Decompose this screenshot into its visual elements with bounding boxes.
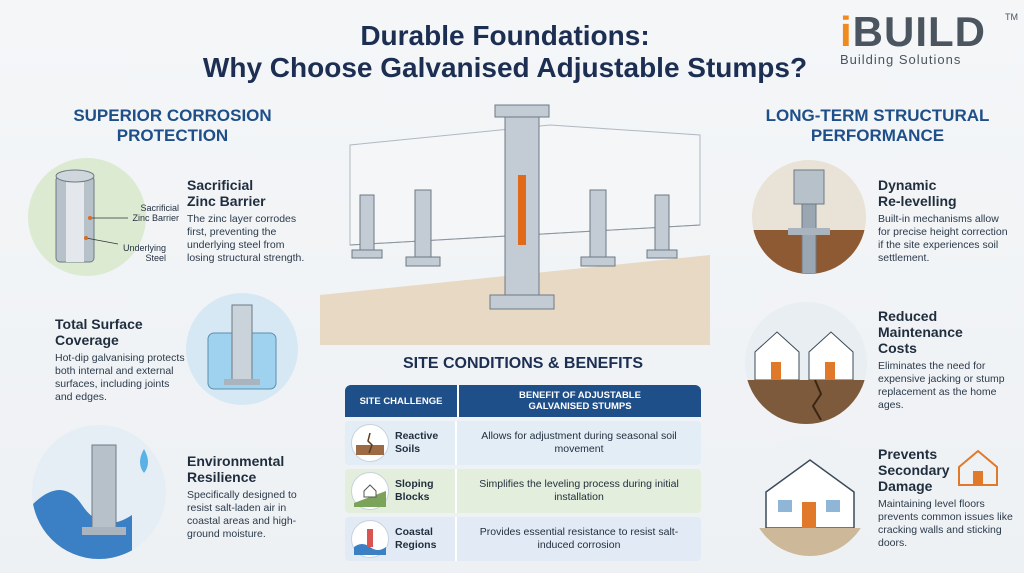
two-houses-icon <box>745 331 867 424</box>
screw-jack-icon <box>752 169 866 274</box>
level-house-icon <box>750 459 870 556</box>
table-heading: SITE CONDITIONS & BENEFITS <box>402 355 643 372</box>
page-title: Durable Foundations: Why Choose Galvanis… <box>202 20 808 83</box>
cracked-soil-icon <box>351 424 389 462</box>
left-section-heading: SUPERIOR CORROSION PROTECTION <box>73 106 272 145</box>
adjustable-stump-icon <box>320 104 710 345</box>
maintenance-illustration <box>745 302 867 424</box>
stumps-under-house-illustration <box>320 95 710 345</box>
coastal-stump-icon <box>32 444 148 559</box>
house-on-slope-icon <box>351 472 389 510</box>
brand-logo: iBUILD TM Building Solutions <box>840 8 1018 68</box>
lighthouse-icon <box>351 520 389 558</box>
brand-tagline: Building Solutions <box>840 52 962 67</box>
secondary-damage-illustration <box>750 436 870 556</box>
zinc-callout: Sacrificial Zinc Barrier <box>132 203 179 223</box>
galvanising-tank-icon <box>207 304 277 390</box>
zinc-barrier-illustration <box>28 158 146 276</box>
right-section-heading: LONG-TERM STRUCTURAL PERFORMANCE <box>765 106 990 145</box>
house-outline-icon <box>955 447 1001 487</box>
steel-callout: Underlying Steel <box>122 243 166 263</box>
coastal-illustration <box>32 425 166 559</box>
col-site-challenge: SITE CHALLENGE <box>345 385 459 417</box>
dip-galvanising-illustration <box>186 293 298 405</box>
pipe-cross-section-icon <box>55 169 128 263</box>
re-levelling-illustration <box>752 160 866 274</box>
